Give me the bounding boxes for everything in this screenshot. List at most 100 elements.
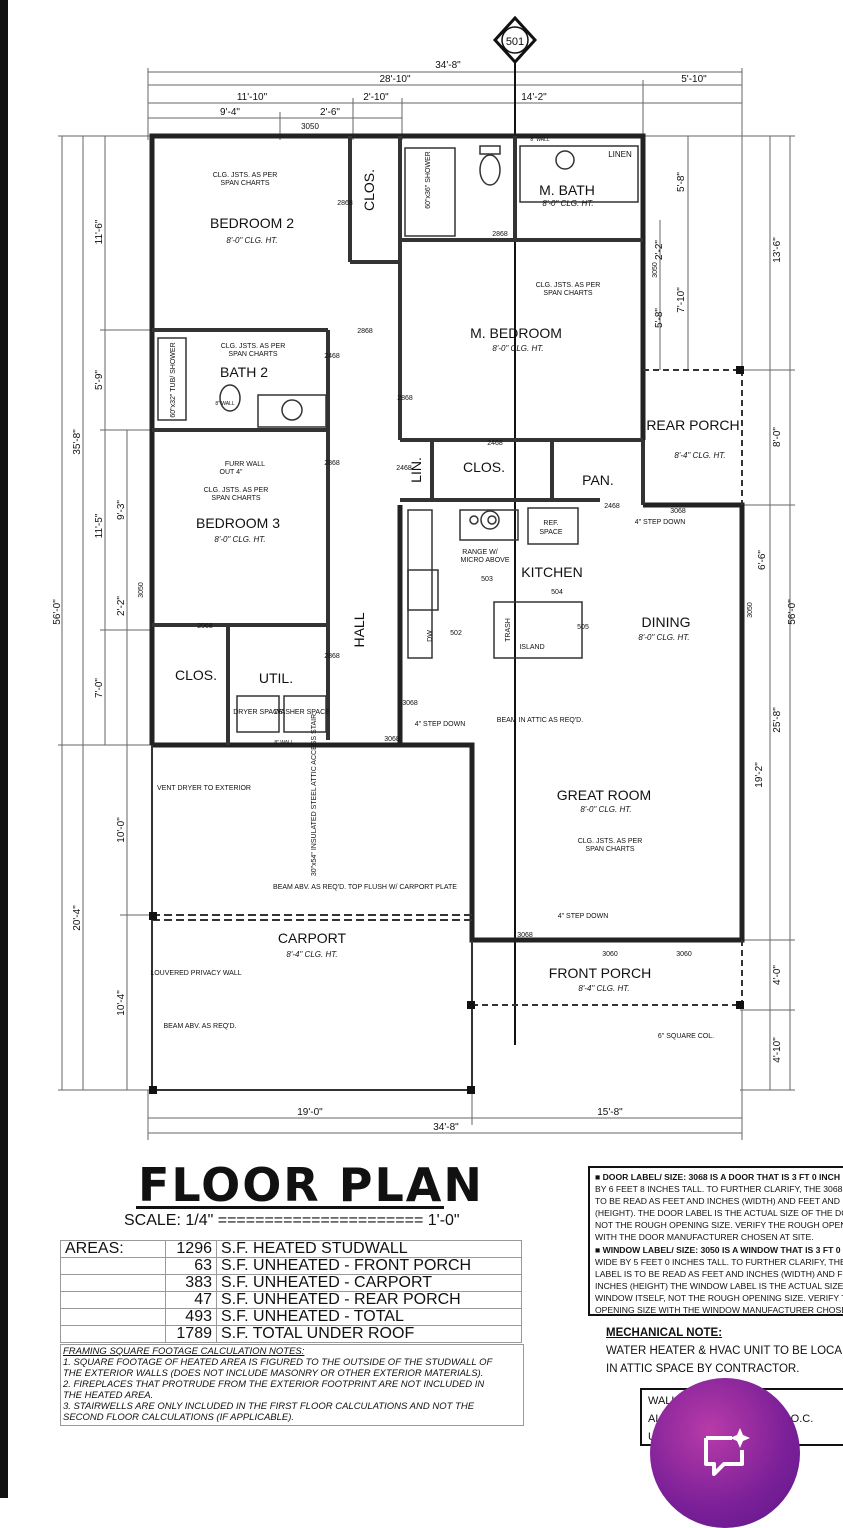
room-front-porch: FRONT PORCH	[549, 965, 651, 981]
svg-text:56'-0": 56'-0"	[787, 599, 798, 625]
svg-text:60"x32" TUB/ SHOWER: 60"x32" TUB/ SHOWER	[170, 342, 177, 417]
framing-note-line: 3. STAIRWELLS ARE ONLY INCLUDED IN THE F…	[63, 1401, 475, 1412]
svg-text:REF.: REF.	[543, 520, 558, 527]
svg-text:DRYER SPACE: DRYER SPACE	[233, 709, 283, 716]
legend-line: TO BE READ AS FEET AND INCHES (WIDTH) AN…	[595, 1196, 843, 1207]
svg-text:19'-2": 19'-2"	[754, 762, 765, 788]
svg-text:28'-10": 28'-10"	[379, 74, 410, 85]
area-desc: S.F. UNHEATED - CARPORT	[216, 1274, 522, 1292]
room-rear-porch: REAR PORCH	[646, 417, 739, 433]
svg-text:2'-6": 2'-6"	[320, 107, 340, 118]
area-desc: S.F. TOTAL UNDER ROOF	[216, 1325, 522, 1343]
svg-text:505: 505	[577, 624, 589, 631]
svg-text:13'-6": 13'-6"	[772, 237, 783, 263]
fixtures	[157, 145, 639, 733]
framing-note-line: THE EXTERIOR WALLS (DOES NOT INCLUDE MAS…	[63, 1368, 484, 1379]
framing-note-line: 2. FIREPLACES THAT PROTRUDE FROM THE EXT…	[63, 1379, 485, 1390]
svg-text:8'-0" CLG. HT.: 8'-0" CLG. HT.	[580, 805, 631, 814]
svg-text:2868: 2868	[324, 460, 340, 467]
left-edge-border	[0, 0, 8, 1498]
svg-text:BEAM ABV. AS REQ'D. TOP FLUSH: BEAM ABV. AS REQ'D. TOP FLUSH W/ CARPORT…	[273, 884, 457, 891]
svg-text:8'-0" CLG. HT.: 8'-0" CLG. HT.	[226, 236, 277, 245]
svg-text:4" STEP DOWN: 4" STEP DOWN	[415, 721, 466, 728]
svg-text:8'-0" CLG. HT.: 8'-0" CLG. HT.	[214, 535, 265, 544]
svg-text:25'-8": 25'-8"	[772, 707, 783, 733]
joist-notes: CLG. JSTS. AS PER SPAN CHARTS CLG. JSTS. …	[150, 137, 714, 1040]
legend-line: ■ WINDOW LABEL/ SIZE: 3050 IS A WINDOW T…	[595, 1244, 841, 1255]
room-great-room: GREAT ROOM	[557, 787, 651, 803]
top-dimension-lines	[147, 68, 743, 1140]
svg-text:2868: 2868	[324, 653, 340, 660]
right-dimension-lines	[640, 135, 795, 1091]
carport-outline	[151, 369, 743, 1091]
svg-text:35'-8": 35'-8"	[72, 429, 83, 455]
room-kitchen: KITCHEN	[521, 564, 582, 580]
ai-sparkle-chat-icon	[704, 1428, 750, 1476]
svg-text:2868: 2868	[492, 231, 508, 238]
area-desc: S.F. HEATED STUDWALL	[216, 1240, 522, 1258]
svg-text:3068: 3068	[402, 700, 418, 707]
svg-text:CLG. JSTS. AS PER: CLG. JSTS. AS PER	[213, 172, 278, 179]
exterior-walls	[149, 133, 745, 943]
room-utility: UTIL.	[259, 670, 293, 686]
svg-text:3060: 3060	[602, 951, 618, 958]
svg-text:4'-10": 4'-10"	[772, 1037, 783, 1063]
svg-text:10'-0": 10'-0"	[116, 817, 127, 843]
area-num: 47	[165, 1291, 217, 1309]
legend-line: LABEL IS TO BE READ AS FEET AND INCHES (…	[595, 1268, 843, 1279]
svg-text:7'-0": 7'-0"	[94, 678, 105, 698]
area-num: 383	[165, 1274, 217, 1292]
section-marker-label: 501	[506, 36, 524, 48]
room-linen: LIN.	[408, 457, 424, 483]
legend-line: WITH THE DOOR MANUFACTURER CHOSEN AT SIT…	[595, 1232, 814, 1243]
scale-note: SCALE: 1/4" ====================== 1'-0"	[124, 1212, 460, 1229]
svg-text:34'-8": 34'-8"	[435, 60, 461, 71]
svg-text:60"x36" SHOWER: 60"x36" SHOWER	[425, 151, 432, 209]
svg-text:504: 504	[551, 589, 563, 596]
svg-text:DW: DW	[427, 630, 434, 642]
svg-text:2868: 2868	[357, 328, 373, 335]
svg-text:CLG. JSTS. AS PER: CLG. JSTS. AS PER	[536, 282, 601, 289]
svg-text:4" STEP DOWN: 4" STEP DOWN	[558, 913, 609, 920]
svg-text:3068: 3068	[670, 508, 686, 515]
svg-text:7'-10": 7'-10"	[676, 287, 687, 313]
framing-note-line: SECOND FLOOR CALCULATIONS (IF APPLICABLE…	[63, 1412, 295, 1423]
svg-text:15'-8": 15'-8"	[597, 1107, 623, 1118]
svg-text:OUT 4": OUT 4"	[220, 469, 243, 476]
mechanical-note-heading: MECHANICAL NOTE:	[606, 1327, 723, 1339]
svg-text:5'-8": 5'-8"	[676, 172, 687, 192]
room-dining: DINING	[642, 614, 691, 630]
svg-text:8'-4" CLG. HT.: 8'-4" CLG. HT.	[578, 984, 629, 993]
svg-text:SPAN CHARTS: SPAN CHARTS	[228, 351, 277, 358]
svg-text:3068: 3068	[384, 736, 400, 743]
svg-text:4" STEP DOWN: 4" STEP DOWN	[635, 519, 686, 526]
area-desc: S.F. UNHEATED - REAR PORCH	[216, 1291, 522, 1309]
svg-text:11'-10": 11'-10"	[237, 92, 268, 103]
framing-note-line: 1. SQUARE FOOTAGE OF HEATED AREA IS FIGU…	[63, 1357, 493, 1368]
legend-line: NOT THE ROUGH OPENING SIZE. VERIFY THE R…	[595, 1220, 843, 1231]
title-underline	[136, 1206, 444, 1209]
area-desc: S.F. UNHEATED - FRONT PORCH	[216, 1257, 522, 1275]
ai-assistant-button[interactable]	[650, 1378, 800, 1528]
area-label	[60, 1257, 166, 1275]
svg-text:8'-0" CLG. HT.: 8'-0" CLG. HT.	[542, 199, 593, 208]
svg-text:8" WALL: 8" WALL	[274, 740, 294, 746]
legend-line: BY 6 FEET 8 INCHES TALL. TO FURTHER CLAR…	[595, 1184, 843, 1195]
room-linen-label: LINEN	[608, 150, 632, 159]
room-bedroom-3: BEDROOM 3	[196, 515, 280, 531]
svg-text:2868: 2868	[397, 395, 413, 402]
svg-text:8'-0" CLG. HT.: 8'-0" CLG. HT.	[492, 344, 543, 353]
legend-line: WINDOW ITSELF, NOT THE ROUGH OPENING SIZ…	[595, 1292, 843, 1303]
svg-text:8" WALL: 8" WALL	[215, 401, 235, 407]
framing-note-line: THE HEATED AREA.	[63, 1390, 154, 1401]
mechanical-note-line: WATER HEATER & HVAC UNIT TO BE LOCA	[606, 1345, 843, 1357]
svg-text:503: 503	[481, 576, 493, 583]
interior-walls	[152, 136, 645, 745]
svg-text:SPAN CHARTS: SPAN CHARTS	[585, 846, 634, 853]
room-closet-3: CLOS.	[175, 667, 217, 683]
svg-text:11'-6": 11'-6"	[94, 219, 105, 244]
mechanical-note-line: IN ATTIC SPACE BY CONTRACTOR.	[606, 1363, 800, 1375]
svg-text:20'-4": 20'-4"	[72, 905, 83, 931]
